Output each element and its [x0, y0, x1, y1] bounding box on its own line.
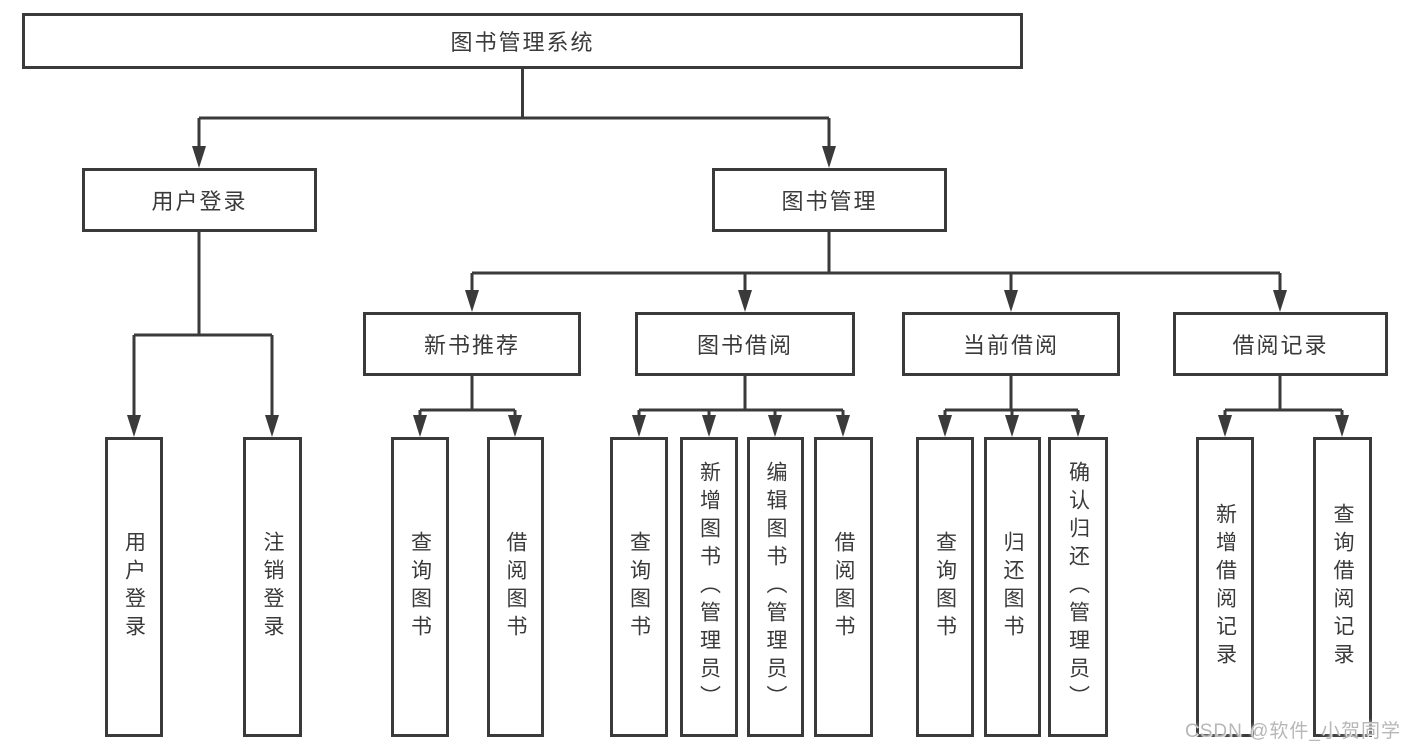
- arrow-down-icon: [738, 290, 752, 312]
- node-label: 查询图书: [627, 531, 651, 643]
- arrow-down-icon: [632, 415, 646, 437]
- arrow-down-icon: [265, 415, 279, 437]
- node-label: 查询图书: [933, 531, 957, 643]
- leaf-query-book-recommend: 查询图书: [391, 437, 449, 737]
- arrow-down-icon: [192, 146, 206, 168]
- node-new-book-recommend: 新书推荐: [363, 312, 581, 376]
- connector-book-borrow-children: [632, 376, 850, 437]
- leaf-edit-book-admin: 编辑图书（管理员）: [747, 437, 804, 737]
- node-book-borrow: 图书借阅: [635, 312, 855, 376]
- connector-current-borrow-children: [938, 376, 1085, 437]
- node-label: 查询图书: [408, 531, 432, 643]
- node-label: 新增图书（管理员）: [697, 461, 721, 713]
- node-label: 注销登录: [261, 531, 284, 643]
- arrow-down-icon: [508, 415, 522, 437]
- leaf-add-borrow-record: 新增借阅记录: [1196, 437, 1254, 737]
- arrow-down-icon: [1218, 415, 1232, 437]
- node-root-system: 图书管理系统: [22, 13, 1023, 69]
- node-label: 当前借阅: [962, 333, 1059, 358]
- csdn-watermark: CSDN @软件_小贺同学: [1185, 721, 1401, 742]
- node-label: 用户登录: [122, 531, 146, 643]
- arrow-down-icon: [127, 415, 141, 437]
- node-label: 编辑图书（管理员）: [764, 461, 787, 713]
- arrow-down-icon: [1273, 290, 1287, 312]
- node-borrow-record: 借阅记录: [1173, 312, 1388, 376]
- node-book-management: 图书管理: [712, 168, 947, 232]
- connector-new-book-rec-children: [413, 376, 522, 437]
- node-label: 图书管理: [781, 189, 878, 214]
- node-label: 图书管理系统: [450, 30, 595, 55]
- leaf-borrow-book-recommend: 借阅图书: [487, 437, 544, 737]
- arrow-down-icon: [1005, 415, 1019, 437]
- arrow-down-icon: [1335, 415, 1349, 437]
- arrow-down-icon: [1004, 290, 1018, 312]
- connector-book-mgmt-to-level3: [465, 231, 1287, 312]
- connector-borrow-record-children: [1218, 376, 1349, 437]
- arrow-down-icon: [702, 415, 716, 437]
- node-label: 借阅记录: [1232, 333, 1329, 358]
- node-label: 新增借阅记录: [1213, 503, 1237, 671]
- arrow-down-icon: [413, 415, 427, 437]
- node-label: 借阅图书: [504, 531, 527, 643]
- arrow-down-icon: [822, 146, 836, 168]
- node-label: 用户登录: [151, 189, 248, 214]
- node-label: 归还图书: [1001, 531, 1024, 643]
- connector-user-login-children: [127, 231, 279, 437]
- leaf-query-borrow-record: 查询借阅记录: [1313, 437, 1372, 737]
- node-label: 图书借阅: [696, 333, 793, 358]
- node-user-login-group: 用户登录: [82, 168, 317, 232]
- leaf-confirm-return-admin: 确认归还（管理员）: [1048, 437, 1108, 737]
- node-current-borrow: 当前借阅: [902, 312, 1120, 376]
- arrow-down-icon: [938, 415, 952, 437]
- leaf-borrow-book: 借阅图书: [814, 437, 873, 737]
- arrow-down-icon: [465, 290, 479, 312]
- leaf-query-book-borrow: 查询图书: [610, 437, 668, 737]
- leaf-logout: 注销登录: [243, 437, 302, 737]
- node-label: 新书推荐: [423, 333, 520, 358]
- leaf-return-book: 归还图书: [984, 437, 1041, 737]
- node-label: 确认归还（管理员）: [1066, 461, 1090, 713]
- connector-root-to-level2: [192, 68, 836, 168]
- leaf-query-book-current: 查询图书: [916, 437, 974, 737]
- arrow-down-icon: [768, 415, 782, 437]
- arrow-down-icon: [836, 415, 850, 437]
- arrow-down-icon: [1071, 415, 1085, 437]
- leaf-add-book-admin: 新增图书（管理员）: [680, 437, 738, 737]
- node-label: 借阅图书: [832, 531, 855, 643]
- node-label: 查询借阅记录: [1331, 503, 1354, 671]
- leaf-user-login: 用户登录: [105, 437, 163, 737]
